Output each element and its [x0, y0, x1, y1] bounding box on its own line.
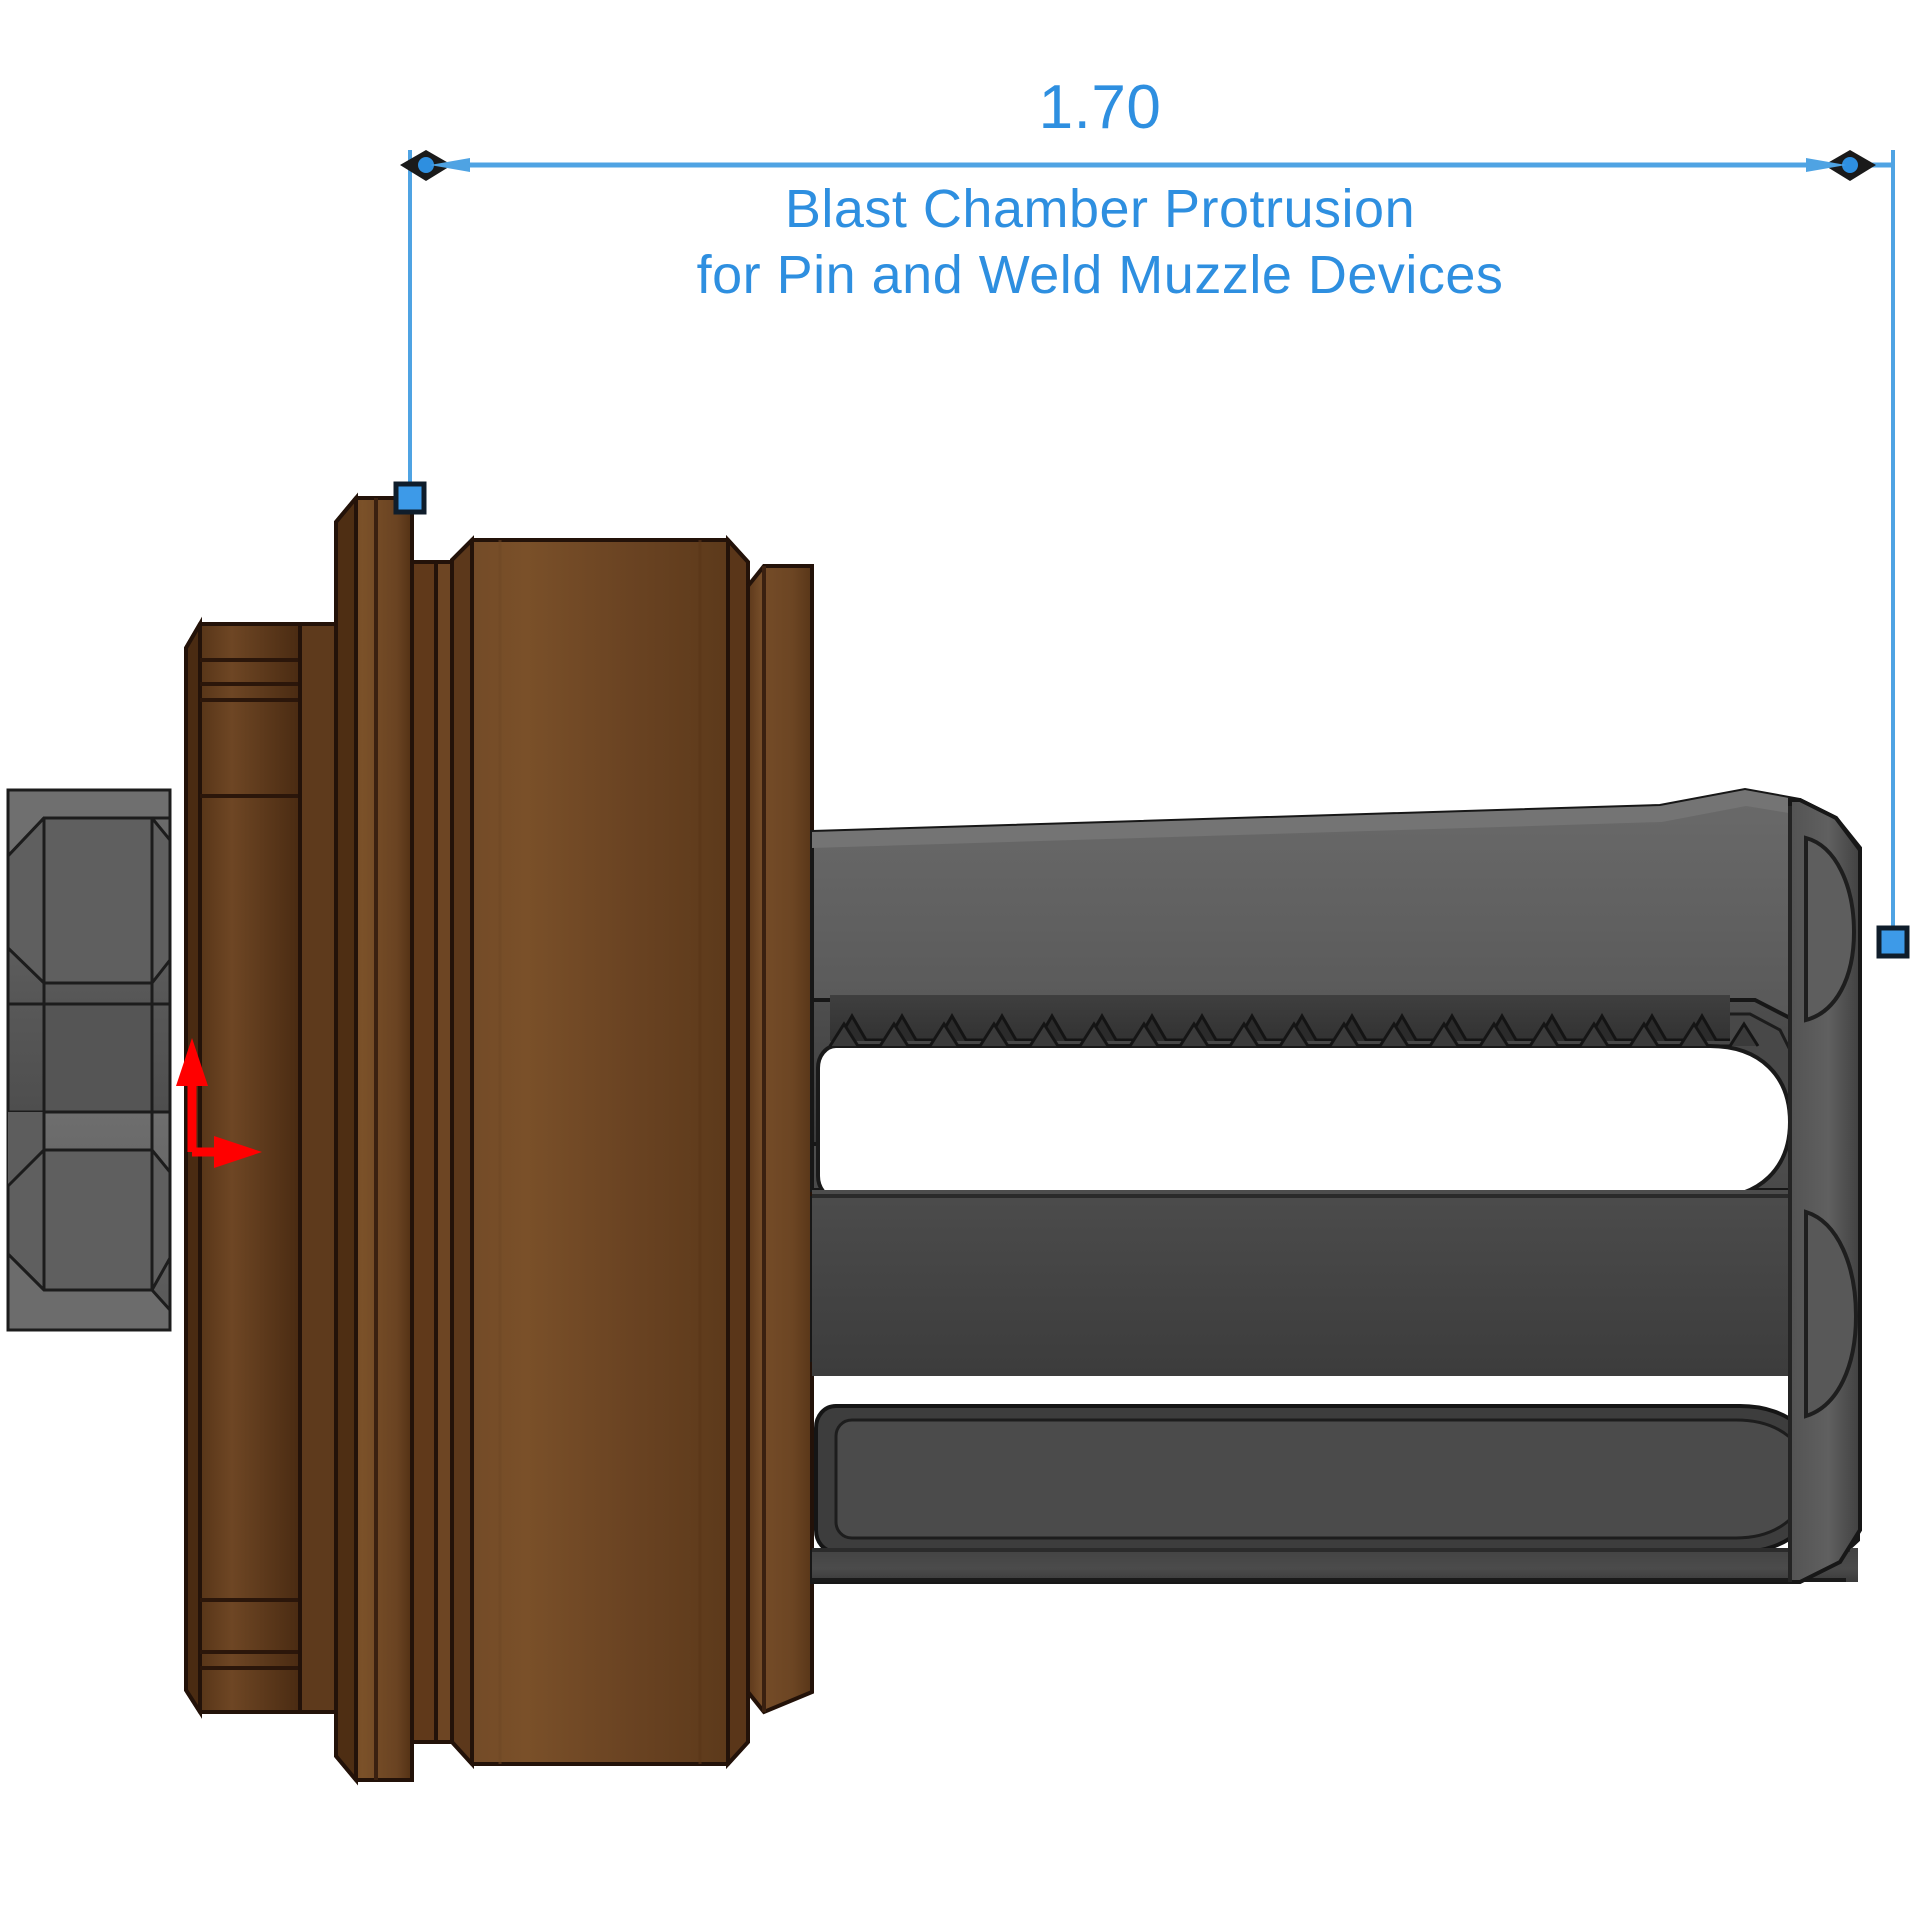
dimension-annotation[interactable]: [393, 150, 1910, 959]
dimension-note-line-1: Blast Chamber Protrusion: [784, 179, 1416, 239]
dimension-note-line-2: for Pin and Weld Muzzle Devices: [696, 245, 1504, 305]
dimension-value-label[interactable]: 1.70: [1038, 73, 1162, 142]
muzzle-device-flash-hider[interactable]: [810, 787, 1862, 1584]
muzzle-device-threads: [830, 995, 1730, 1041]
dimension-note[interactable]: Blast Chamber Protrusion for Pin and Wel…: [140, 176, 1920, 308]
barrel-hex-shoulder[interactable]: [6, 788, 172, 1332]
right-reference-handle: [1876, 925, 1910, 959]
origin-triad: [176, 1038, 262, 1168]
suppressor-mount-brown-body[interactable]: [184, 492, 814, 1786]
left-reference-handle: [393, 481, 427, 515]
